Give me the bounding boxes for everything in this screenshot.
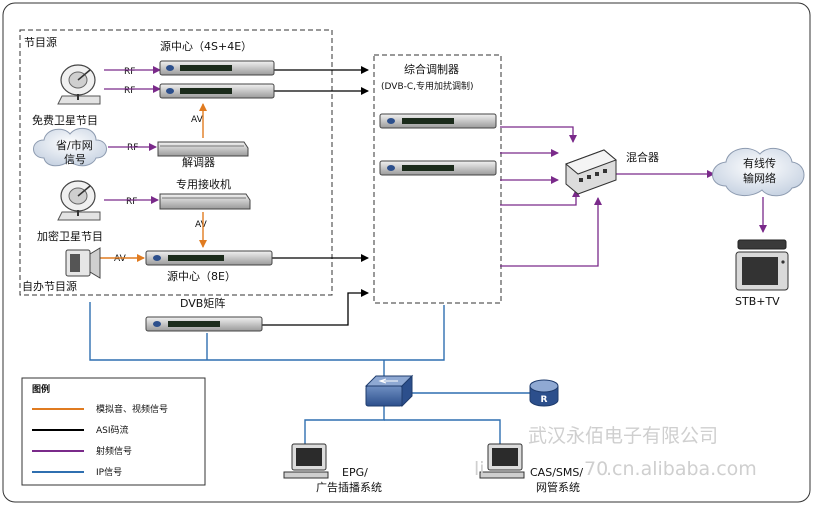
source-group-label: 节目源: [24, 35, 57, 49]
cas-label-line-1: CAS/SMS/: [530, 466, 583, 479]
cas-label-line-2: 网管系统: [536, 480, 580, 494]
modulator-subtitle: (DVB-C,专用加扰调制): [381, 80, 474, 92]
router-letter: R: [541, 395, 548, 405]
province-signal-line-2: 信号: [64, 153, 86, 166]
video-camera-icon: [65, 247, 101, 279]
av-label: AV: [195, 220, 208, 230]
modulator-group-box: [373, 54, 502, 304]
ip-lines: [89, 302, 530, 450]
self-source-label: 自办节目源: [22, 279, 77, 293]
tv-set-icon: [735, 239, 789, 291]
watermark-url-part-2: 70: [584, 458, 608, 480]
encrypted-satellite-label: 加密卫星节目: [37, 229, 103, 243]
rf-label: RF: [124, 67, 135, 77]
legend-item-asi: ASI码流: [96, 424, 129, 436]
av-lines: [100, 103, 207, 262]
legend-title: 图例: [32, 383, 50, 395]
watermark-url-part-3: .cn.alibaba.com: [606, 458, 757, 480]
source-center-top-label: 源中心（4S+4E）: [160, 39, 252, 53]
dedicated-receiver-device: [159, 193, 251, 210]
watermark-url-part-1: li: [474, 458, 485, 480]
av-label: AV: [114, 254, 127, 264]
cable-network-line-1: 有线传: [743, 156, 776, 170]
dedicated-receiver-label: 专用接收机: [176, 177, 231, 191]
province-network-cloud-icon: 省/市网 信号: [33, 127, 107, 167]
epg-label-line-1: EPG/: [342, 466, 368, 479]
av-label: AV: [191, 115, 204, 125]
province-signal-line-1: 省/市网: [56, 138, 93, 152]
free-satellite-dish-icon: [57, 64, 101, 105]
demodulator-label: 解调器: [182, 155, 215, 169]
dvb-matrix-device: [145, 316, 263, 332]
encrypted-satellite-dish-icon: [57, 180, 101, 221]
epg-label-line-2: 广告插播系统: [316, 480, 382, 494]
cable-network-cloud-icon: 有线传 输网络: [712, 147, 805, 197]
source-center-bottom-label: 源中心（8E）: [167, 269, 236, 283]
mixer-device-icon: [565, 149, 617, 195]
epg-computer-icon: [283, 443, 329, 479]
legend-item-rf: 射频信号: [96, 445, 132, 457]
source-center-4s4e-unit-2: [159, 83, 275, 99]
rf-label: RF: [127, 143, 138, 153]
asi-lines: [262, 66, 369, 326]
dvb-matrix-label: DVB矩阵: [180, 296, 225, 310]
source-center-8e-unit: [145, 250, 273, 266]
modulator-unit-1: [379, 113, 497, 129]
source-center-4s4e-unit-1: [159, 60, 275, 76]
network-switch-icon: [364, 374, 414, 408]
mixer-label: 混合器: [626, 150, 659, 164]
modulator-title: 综合调制器: [404, 62, 459, 76]
stb-tv-label: STB+TV: [735, 295, 780, 308]
demodulator-device: [157, 141, 249, 157]
modulator-unit-2: [379, 160, 497, 176]
free-satellite-label: 免费卫星节目: [32, 113, 98, 127]
legend: 图例 模拟音、视频信号 ASI码流 射频信号 IP信号: [21, 377, 206, 486]
network-router-icon: R: [529, 379, 559, 407]
source-group-box: [19, 29, 333, 296]
rf-label: RF: [126, 197, 137, 207]
cas-computer-icon: [479, 443, 525, 479]
legend-item-analog: 模拟音、视频信号: [96, 403, 168, 415]
rf-label: RF: [124, 86, 135, 96]
rf-lines: [104, 66, 767, 267]
watermark-company: 武汉永佰电子有限公司: [528, 425, 718, 447]
legend-item-ip: IP信号: [96, 466, 122, 478]
cable-network-line-2: 输网络: [743, 171, 776, 185]
